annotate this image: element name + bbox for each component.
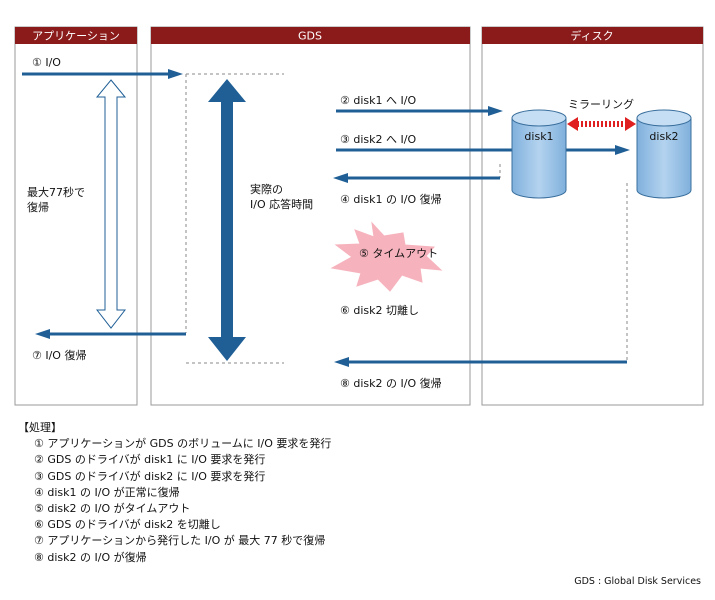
footnote: GDS : Global Disk Services xyxy=(574,576,701,587)
application-header xyxy=(15,27,137,44)
step7-arrow xyxy=(35,329,186,339)
disk-header xyxy=(482,27,703,44)
step4-arrow xyxy=(333,173,500,183)
max-wait-label-line1: 最大77秒で xyxy=(27,185,85,199)
process-step-1: ① アプリケーションが GDS のボリュームに I/O 要求を発行 xyxy=(34,437,332,451)
step8-label: ⑧ disk2 の I/O 復帰 xyxy=(340,377,442,390)
actual-response-label-line1: 実際の xyxy=(250,182,283,196)
max-wait-double-arrow xyxy=(95,79,127,329)
step1-arrow xyxy=(22,69,183,79)
process-step-3: ③ GDS のドライバが disk2 に I/O 要求を発行 xyxy=(34,469,266,483)
process-step-2: ② GDS のドライバが disk1 に I/O 要求を発行 xyxy=(34,453,266,467)
gds-column: GDS xyxy=(150,26,471,406)
process-step-6: ⑥ GDS のドライバが disk2 を切離し xyxy=(34,518,221,532)
step7-label: ⑦ I/O 復帰 xyxy=(32,349,86,362)
gds-header xyxy=(151,27,470,44)
mirroring-arrow xyxy=(567,117,636,131)
disk-column: ディスク xyxy=(481,26,704,406)
process-step-8: ⑧ disk2 の I/O が復帰 xyxy=(34,550,147,564)
step4-label: ④ disk1 の I/O 復帰 xyxy=(340,193,442,206)
process-steps: 【処理】 ① アプリケーションが GDS のボリュームに I/O 要求を発行 ②… xyxy=(18,420,331,566)
timeout-burst xyxy=(330,221,443,292)
process-steps-title: 【処理】 xyxy=(18,421,62,434)
process-step-7: ⑦ アプリケーションから発行した I/O が 最大 77 秒で復帰 xyxy=(34,534,326,548)
step8-arrow xyxy=(334,357,627,367)
application-header-label: アプリケーション xyxy=(32,30,120,43)
step3-label: ③ disk2 へ I/O xyxy=(340,133,416,146)
step6-label: ⑥ disk2 切離し xyxy=(340,303,419,317)
step2-label: ② disk1 へ I/O xyxy=(340,94,416,107)
disk-header-label: ディスク xyxy=(570,29,613,43)
process-step-4: ④ disk1 の I/O が正常に復帰 xyxy=(34,485,180,499)
step2-arrow xyxy=(336,106,503,116)
disk2-cylinder xyxy=(636,109,692,199)
actual-response-double-arrow xyxy=(208,79,246,361)
guide-lines xyxy=(185,73,628,364)
disk1-label: disk1 xyxy=(524,130,553,143)
max-wait-label-line2: 復帰 xyxy=(27,201,49,214)
step1-label: ① I/O xyxy=(32,56,61,69)
step3-arrow xyxy=(336,145,630,155)
process-step-5: ⑤ disk2 の I/O がタイムアウト xyxy=(34,502,191,516)
disk1-cylinder xyxy=(511,109,567,199)
mirroring-label: ミラーリング xyxy=(568,97,634,111)
step5-label: ⑤ タイムアウト xyxy=(359,247,438,260)
io-timeout-diagram: アプリケーション GDS ディスク ① I/O 最大77秒で 復帰 実際の I/… xyxy=(14,26,704,406)
disk2-label: disk2 xyxy=(649,130,678,143)
actual-response-label-line2: I/O 応答時間 xyxy=(250,197,313,211)
gds-header-label: GDS xyxy=(298,30,322,43)
